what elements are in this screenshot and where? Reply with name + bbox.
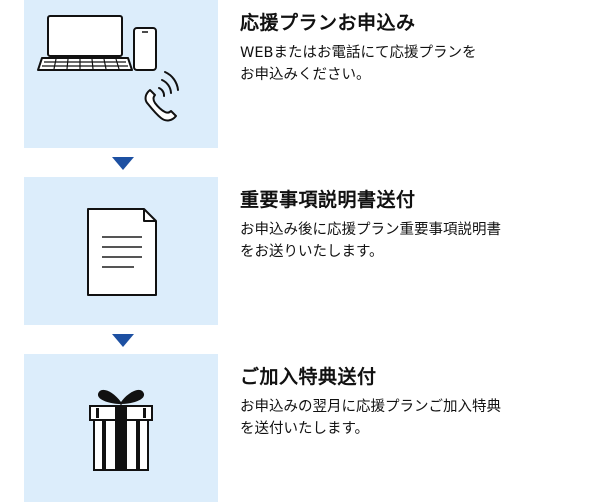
step-document: 重要事項説明書送付 お申込み後に応援プラン重要事項説明書 をお送りいたします。 <box>0 177 600 325</box>
step-description-line: お申込みの翌月に応援プランご加入特典 <box>240 399 501 415</box>
step-document-text: 重要事項説明書送付 お申込み後に応援プラン重要事項説明書 をお送りいたします。 <box>240 187 590 263</box>
step-description-line: をお送りいたします。 <box>240 244 384 260</box>
down-arrow-icon <box>112 157 134 170</box>
step-description-line: WEBまたはお電話にて応援プランを <box>240 45 477 61</box>
step-title: ご加入特典送付 <box>240 366 377 388</box>
step-gift: ご加入特典送付 お申込みの翌月に応援プランご加入特典 を送付いたします。 <box>0 354 600 502</box>
step-apply-icon-box <box>24 0 218 148</box>
laptop-phone-call-icon <box>37 15 179 122</box>
step-gift-text: ご加入特典送付 お申込みの翌月に応援プランご加入特典 を送付いたします。 <box>240 364 590 440</box>
step-description: お申込み後に応援プラン重要事項説明書 をお送りいたします。 <box>240 219 590 263</box>
step-description-line: お申込みください。 <box>240 67 371 83</box>
step-document-icon-box <box>24 177 218 325</box>
down-arrow-icon <box>112 334 134 347</box>
step-description-line: を送付いたします。 <box>240 421 370 437</box>
step-description: お申込みの翌月に応援プランご加入特典 を送付いたします。 <box>240 396 590 440</box>
step-apply-text: 応援プランお申込み WEBまたはお電話にて応援プランを お申込みください。 <box>240 10 590 86</box>
step-description: WEBまたはお電話にて応援プランを お申込みください。 <box>240 42 590 86</box>
step-description-line: お申込み後に応援プラン重要事項説明書 <box>240 222 501 238</box>
step-apply: 応援プランお申込み WEBまたはお電話にて応援プランを お申込みください。 <box>0 0 600 148</box>
step-gift-icon-box <box>24 354 218 502</box>
step-title: 重要事項説明書送付 <box>240 189 416 211</box>
gift-box-icon <box>89 389 153 471</box>
step-title: 応援プランお申込み <box>240 12 416 34</box>
document-icon <box>87 208 157 296</box>
